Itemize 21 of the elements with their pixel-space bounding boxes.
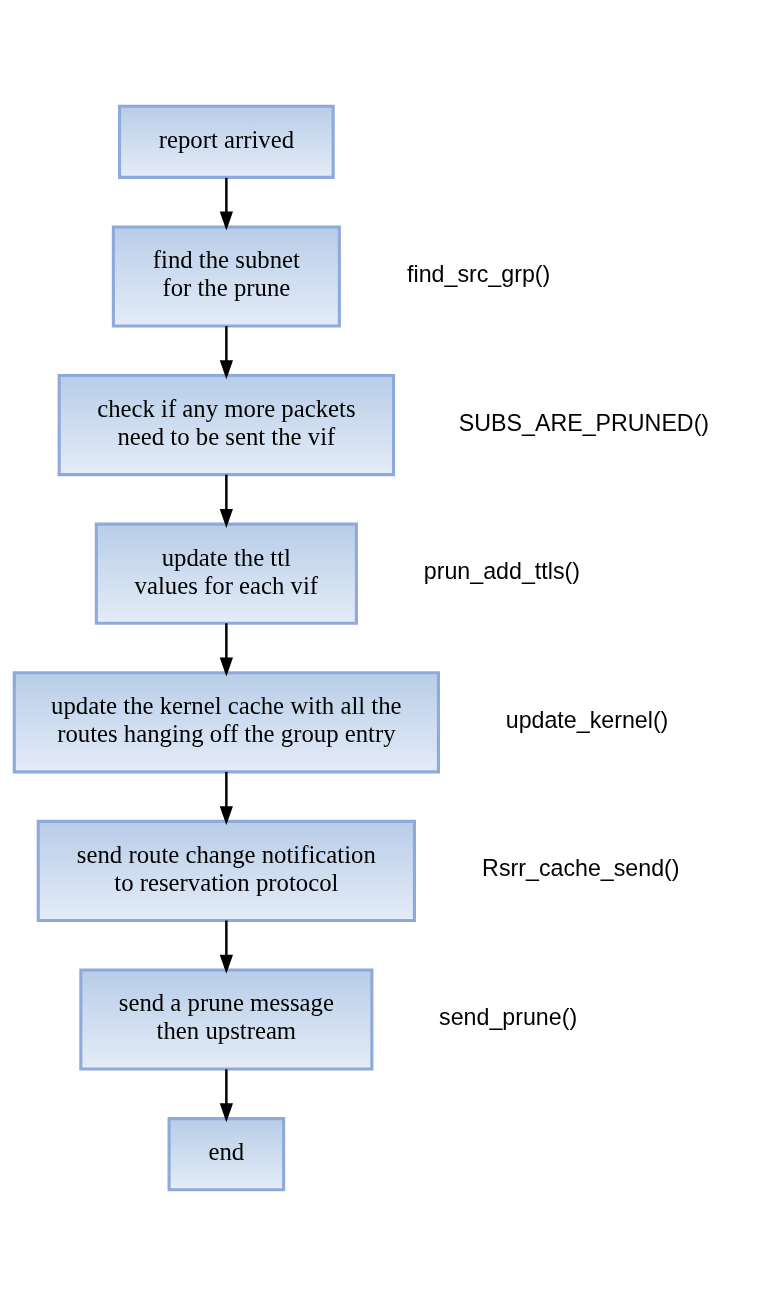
node-box: update the kernel cache with all the routes hanging off the group entry	[12, 670, 440, 773]
node-label: Rsrr_cache_send()	[482, 854, 680, 881]
arrow	[219, 1068, 233, 1122]
arrow	[219, 920, 233, 974]
node-label: update_kernel()	[505, 706, 669, 733]
arrow	[219, 622, 233, 676]
node-label: find_src_grp()	[407, 260, 551, 287]
node-box: report arrived	[118, 104, 335, 179]
node-box: end	[167, 1116, 286, 1191]
node-box: send route change notification to reservation protocol	[36, 819, 416, 922]
node-label: SUBS_ARE_PRUNED()	[458, 409, 710, 435]
node-label: send_prune()	[439, 1003, 578, 1030]
node-box: find the subnet for the prune	[111, 224, 341, 328]
arrow	[219, 325, 233, 379]
node-box: check if any more packets need to be sent the vif	[57, 373, 396, 476]
arrow	[219, 177, 233, 230]
node-box: send a prune message then upstream	[79, 967, 374, 1071]
node-box: update the ttl values for each vif	[94, 522, 358, 625]
arrow	[219, 474, 233, 528]
arrow	[219, 771, 233, 825]
node-label: prun_add_ttls()	[423, 557, 580, 584]
